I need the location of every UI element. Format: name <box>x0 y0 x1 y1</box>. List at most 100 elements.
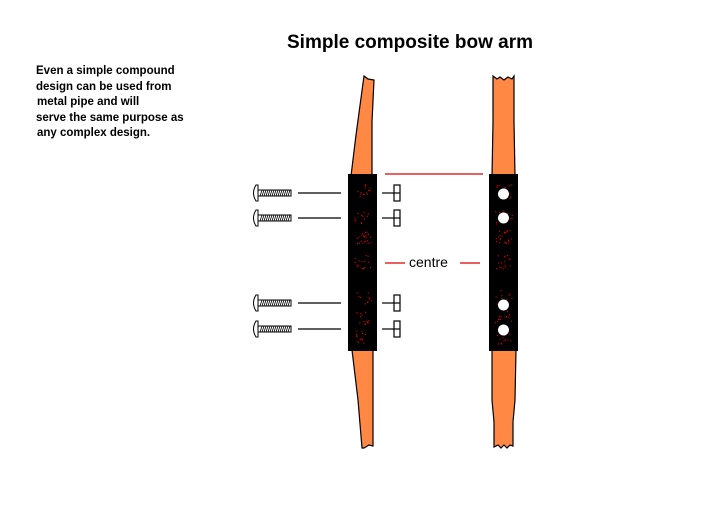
speckle-dot <box>500 290 502 291</box>
speckle-dot <box>367 242 369 244</box>
speckle-dot <box>364 322 366 324</box>
speckle-dot <box>503 210 505 212</box>
speckle-dot <box>509 218 511 220</box>
speckle-dot <box>499 212 501 214</box>
screw-shank <box>257 299 292 307</box>
speckle-dot <box>501 297 503 299</box>
speckle-dot <box>510 340 512 342</box>
speckle-dot <box>363 342 365 344</box>
left-sleeve <box>348 174 377 351</box>
speckle-dot <box>365 192 367 194</box>
speckle-dot <box>357 292 359 294</box>
speckle-dot <box>509 258 511 260</box>
speckle-dot <box>504 231 506 233</box>
speckle-dot <box>509 230 511 232</box>
speckle-dot <box>501 235 503 237</box>
speckle-dot <box>368 297 370 299</box>
speckle-dot <box>357 243 358 244</box>
speckle-dot <box>508 239 509 241</box>
speckle-dot <box>361 339 363 341</box>
speckle-dot <box>507 339 509 341</box>
speckle-dot <box>363 235 365 237</box>
speckle-dot <box>363 211 365 213</box>
speckle-dot <box>496 221 497 223</box>
left-upper-limb <box>350 74 375 177</box>
speckle-dot <box>365 311 367 313</box>
speckle-dot <box>499 239 501 241</box>
speckle-dot <box>500 316 502 318</box>
speckle-dot <box>363 194 365 195</box>
speckle-dot <box>496 185 498 187</box>
speckle-dot <box>499 338 501 340</box>
speckle-dot <box>505 241 507 243</box>
speckle-dot <box>368 261 370 263</box>
speckle-dot <box>367 240 369 242</box>
speckle-dot <box>509 293 511 295</box>
speckle-dot <box>365 185 367 187</box>
screw-thread <box>259 214 291 222</box>
screw-thread <box>259 299 291 307</box>
speckle-dot <box>362 215 364 217</box>
speckle-dot <box>504 241 506 243</box>
speckle-dot <box>508 316 510 318</box>
speckle-dot <box>358 236 360 238</box>
screw-thread <box>259 189 291 197</box>
speckle-dot <box>500 261 502 263</box>
speckle-dot <box>360 338 362 340</box>
speckle-dot <box>360 192 362 194</box>
speckle-dot <box>499 235 501 237</box>
speckle-dot <box>360 313 362 315</box>
speckle-dot <box>497 343 499 345</box>
speckle-dot <box>366 231 368 233</box>
right-upper-limb <box>491 74 516 177</box>
speckle-dot <box>361 222 362 224</box>
speckle-dot <box>356 336 358 338</box>
speckle-dot <box>502 337 504 339</box>
speckle-dot <box>358 296 360 298</box>
speckle-dot <box>496 268 498 270</box>
speckle-dot <box>368 233 369 235</box>
speckle-dot <box>495 238 497 240</box>
speckle-dot <box>504 266 506 268</box>
speckle-dot <box>507 255 509 257</box>
speckle-dot <box>358 265 360 267</box>
speckle-dot <box>362 233 364 235</box>
fasteners <box>253 184 401 338</box>
speckle-dot <box>357 191 359 193</box>
speckle-dot <box>356 340 358 342</box>
speckle-dot <box>361 333 363 334</box>
speckle-dot <box>505 339 507 341</box>
description-line: serve the same purpose as <box>36 111 184 124</box>
speckle-dot <box>509 197 511 199</box>
speckle-dot <box>358 342 360 343</box>
speckle-dot <box>509 265 511 267</box>
speckle-dot <box>498 184 500 186</box>
speckle-dot <box>364 187 366 189</box>
speckle-dot <box>369 187 371 189</box>
speckle-dot <box>511 218 513 219</box>
speckle-dot <box>360 296 362 298</box>
speckle-dot <box>511 320 513 322</box>
speckle-dot <box>508 314 510 316</box>
speckle-dot <box>511 184 513 186</box>
speckle-dot <box>366 320 368 322</box>
speckle-dot <box>367 292 369 294</box>
speckle-dot <box>354 262 356 263</box>
speckle-dot <box>367 193 369 195</box>
speckle-dot <box>361 261 363 263</box>
speckle-dot <box>357 213 359 214</box>
bolt-hole <box>498 188 509 200</box>
speckle-dot <box>503 340 505 341</box>
speckle-dot <box>510 238 512 240</box>
screw-head <box>253 209 259 227</box>
speckle-dot <box>354 220 356 222</box>
screw <box>253 209 292 227</box>
speckle-dot <box>506 231 508 233</box>
speckle-dot <box>368 298 370 300</box>
speckle-dot <box>498 236 500 238</box>
speckle-dot <box>504 255 506 257</box>
nut <box>393 294 401 312</box>
bolt-hole <box>498 324 509 336</box>
speckle-dot <box>364 323 366 325</box>
